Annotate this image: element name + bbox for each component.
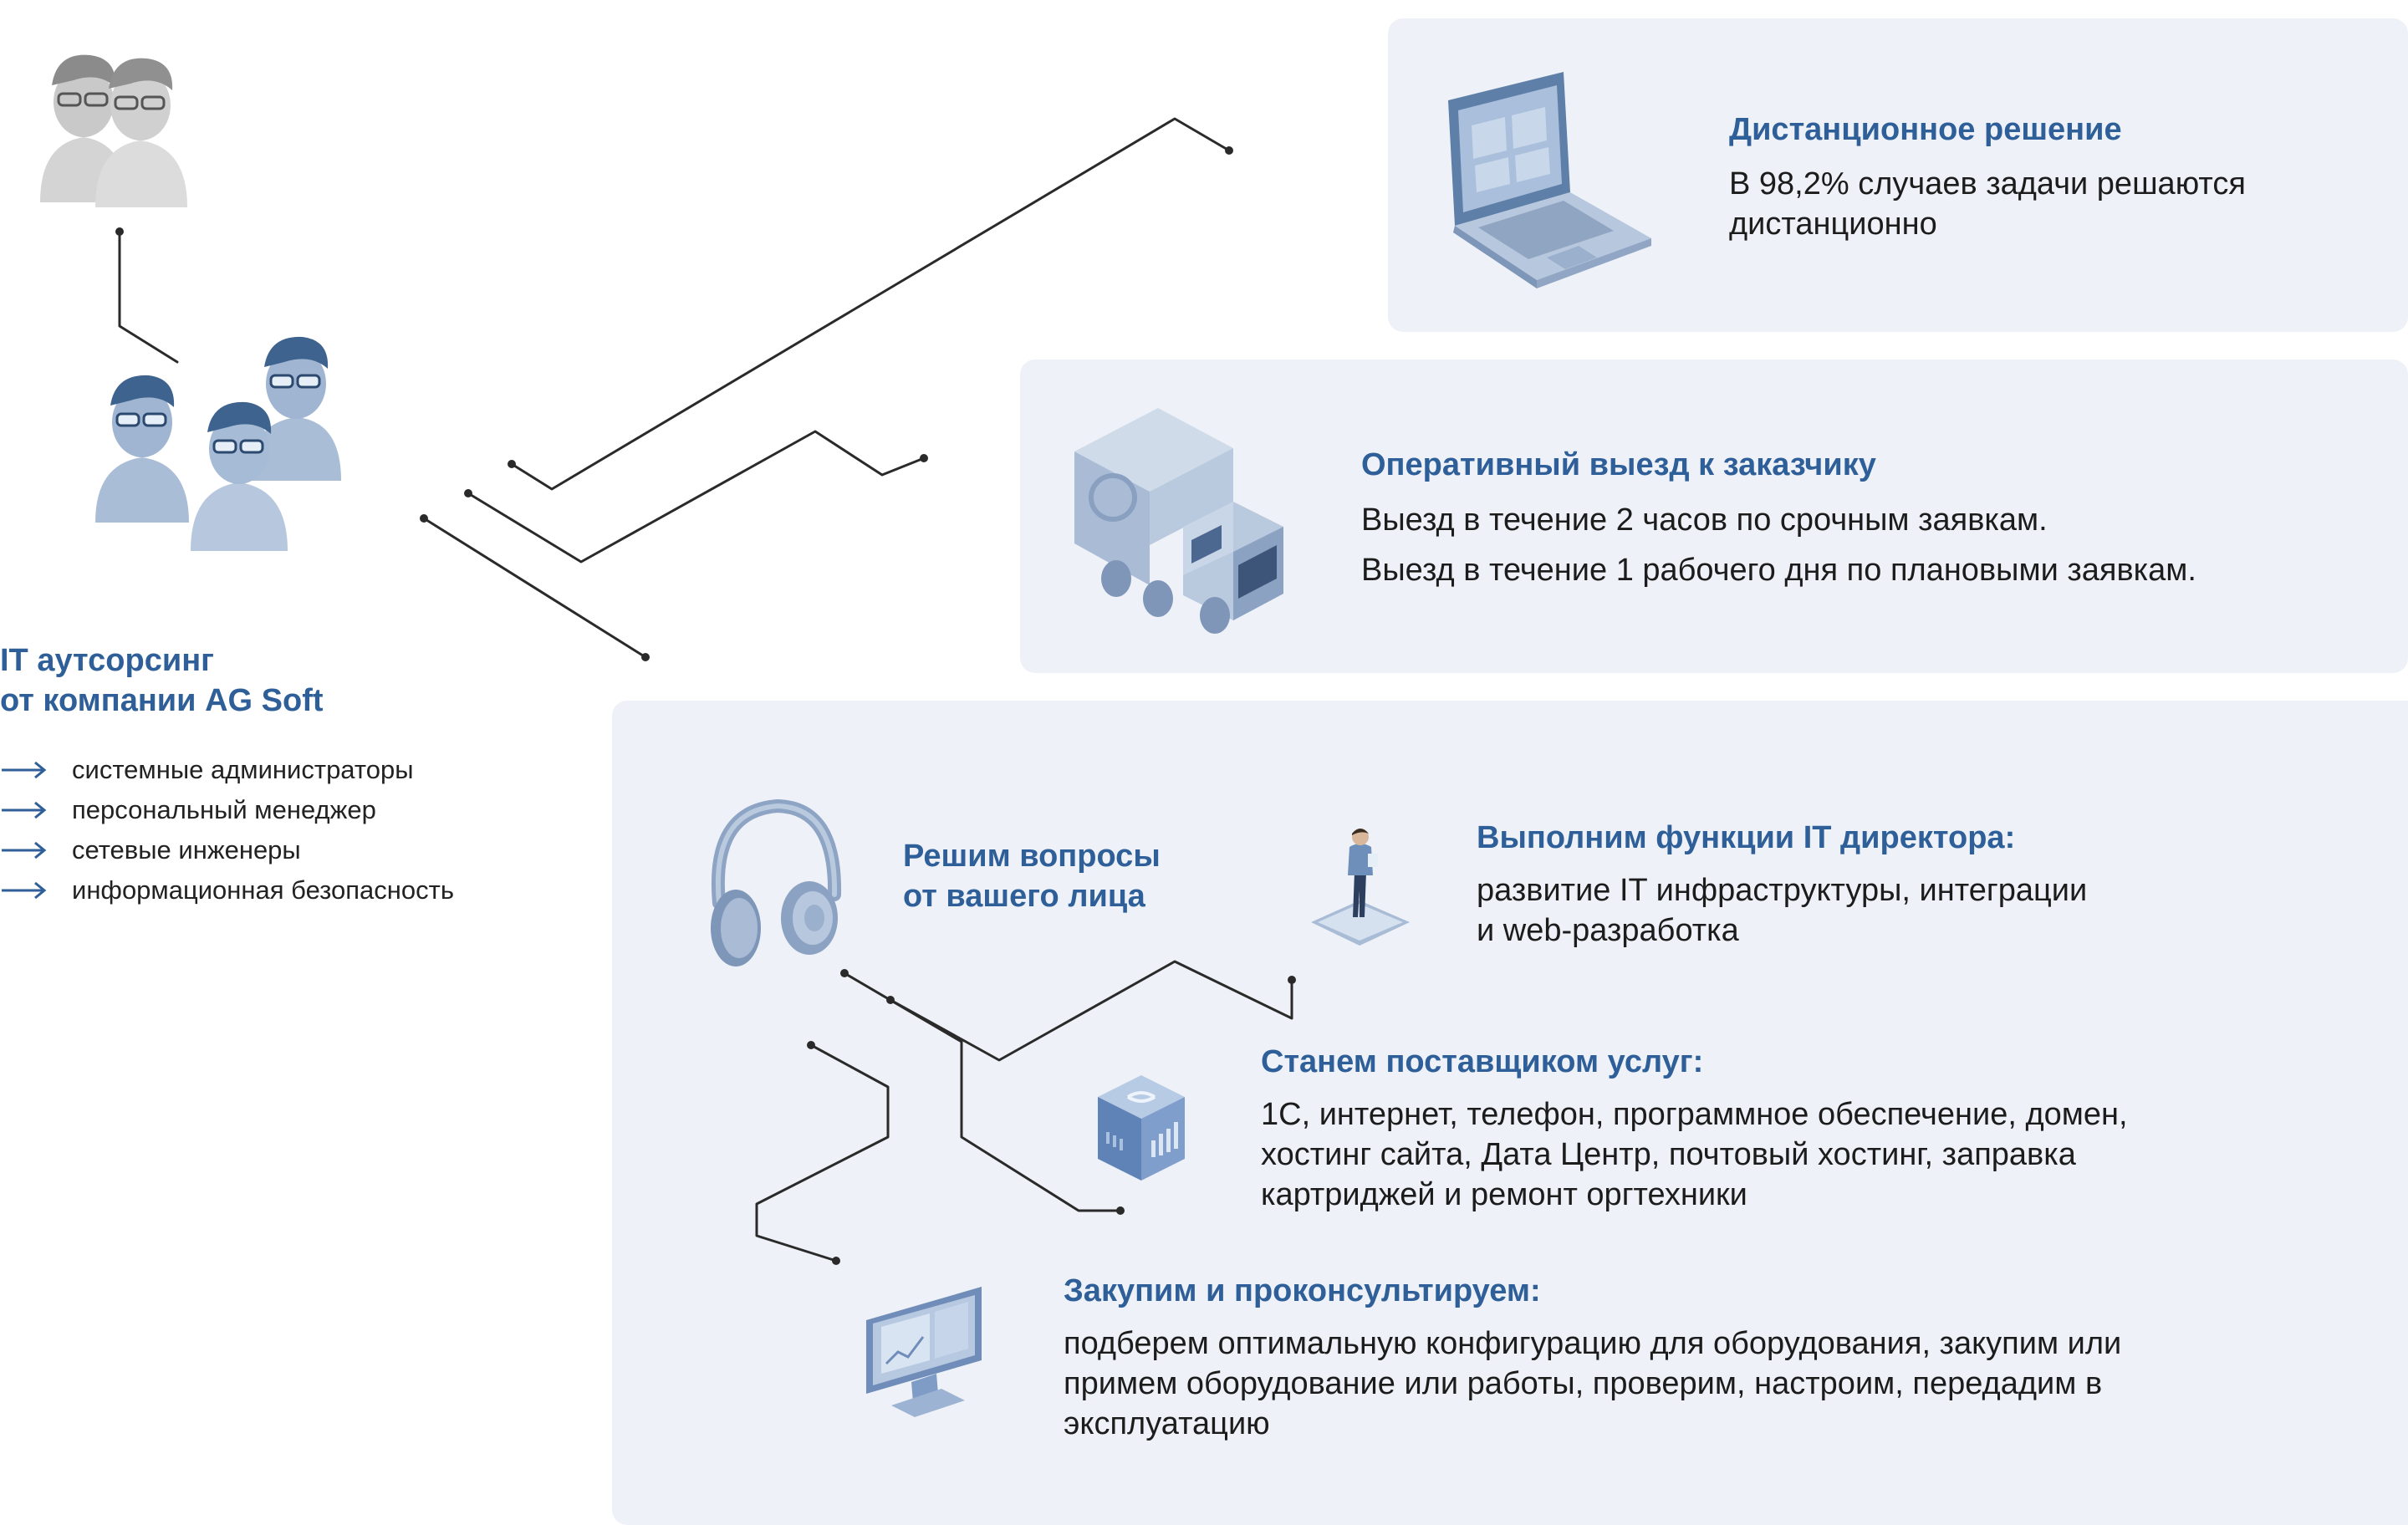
- provider-line1: 1С, интернет, телефон, программное обесп…: [1261, 1097, 2128, 1132]
- onsite-line1: Выезд в течение 2 часов по срочным заявк…: [1361, 502, 2048, 538]
- company-title-line2: от компании AG Soft: [0, 683, 324, 718]
- monitor-icon: [866, 1287, 982, 1417]
- arrow-right-icon: [2, 881, 47, 900]
- service-label: сетевые инженеры: [72, 835, 301, 865]
- procurement-heading: Закупим и проконсультируем:: [1064, 1273, 1541, 1308]
- remote-heading: Дистанционное решение: [1729, 112, 2122, 147]
- list-item: персональный менеджер: [0, 790, 454, 830]
- provider-line2: хостинг сайта, Дата Центр, почтовый хост…: [1261, 1137, 2076, 1172]
- arrow-right-icon: [2, 801, 47, 819]
- services-card: [612, 701, 2408, 1525]
- arrow-right-icon: [2, 841, 47, 859]
- laptop-icon: [1448, 72, 1651, 288]
- procurement-line2: примем оборудование или работы, проверим…: [1064, 1366, 2103, 1401]
- cube-service-icon: [1098, 1075, 1185, 1181]
- procurement-line1: подберем оптимальную конфигурацию для об…: [1064, 1326, 2122, 1361]
- director-line2: и web-разработка: [1477, 913, 1739, 948]
- team-gray-icon: [40, 54, 187, 207]
- service-label: системные администраторы: [72, 755, 414, 784]
- director-heading: Выполним функции IT директора:: [1477, 820, 2016, 855]
- onsite-line2: Выезд в течение 1 рабочего дня по планов…: [1361, 553, 2196, 588]
- remote-line2: дистанционно: [1729, 207, 1937, 242]
- list-item: сетевые инженеры: [0, 830, 454, 870]
- arrow-right-icon: [2, 761, 47, 779]
- procurement-line3: эксплуатацию: [1064, 1406, 1270, 1441]
- company-title-line1: IT аутсорсинг: [0, 643, 214, 678]
- provider-line3: картриджей и ремонт оргтехники: [1261, 1177, 1747, 1212]
- service-label: информационная безопасность: [72, 875, 454, 905]
- provider-heading: Станем поставщиком услуг:: [1261, 1044, 1704, 1079]
- team-blue-icon: [95, 336, 341, 551]
- service-label: персональный менеджер: [72, 795, 376, 824]
- truck-icon: [1074, 408, 1283, 634]
- onsite-heading: Оперативный выезд к заказчику: [1361, 447, 1876, 482]
- remote-line1: В 98,2% случаев задачи решаются: [1729, 166, 2246, 201]
- list-item: информационная безопасность: [0, 870, 454, 910]
- support-heading-line2: от вашего лица: [903, 879, 1145, 914]
- support-heading-line1: Решим вопросы: [903, 839, 1161, 874]
- list-item: системные администраторы: [0, 750, 454, 790]
- headphones-icon: [711, 798, 842, 967]
- company-services-list: системные администраторы персональный ме…: [0, 750, 454, 910]
- director-line1: развитие IT инфраструктуры, интеграции: [1477, 873, 2088, 908]
- director-icon: [1311, 829, 1410, 946]
